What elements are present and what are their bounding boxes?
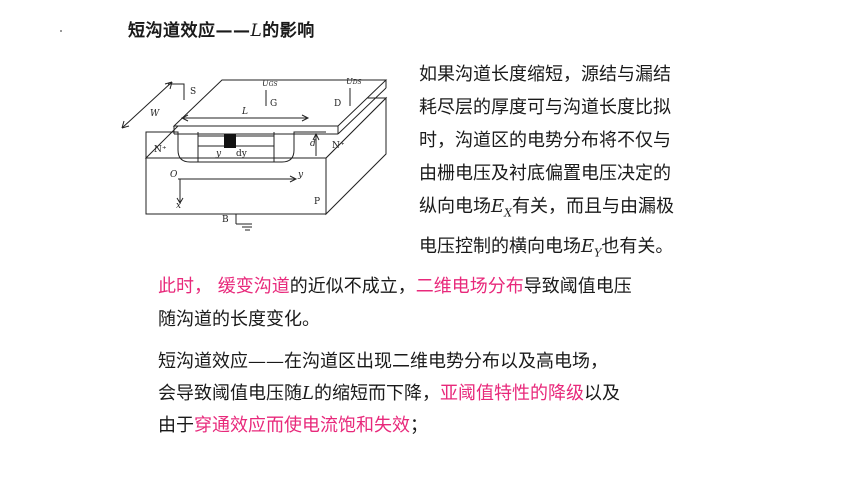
para1-line1: 如果沟道长度缩短，源结与漏结 — [419, 64, 671, 85]
label-y-small: y — [215, 149, 222, 159]
para1-line6: 电压控制的横向电场EY也有关。 — [419, 235, 674, 260]
label-g: G — [270, 99, 277, 109]
title-suffix: 的影响 — [262, 21, 315, 41]
para1-line4: 由栅电压及衬底偏置电压决定的 — [419, 163, 671, 184]
slide-title: 短沟道效应——L的影响 — [128, 16, 315, 41]
definition-paragraph: 短沟道效应——在沟道区出现二维电势分布以及高电场， 会导致阈值电压随L的缩短而下… — [158, 346, 620, 442]
dy-slice — [224, 134, 236, 148]
label-d: D — [334, 99, 341, 109]
label-ugs: UGS — [262, 79, 278, 88]
label-nplus-right: N⁺ — [332, 141, 345, 151]
title-variable: L — [250, 21, 263, 41]
label-s: S — [190, 87, 196, 97]
mosfet-diagram: S UGS UDS G D W L N⁺ N⁺ y dy d O y x P B — [121, 77, 388, 231]
conclusion-paragraph: 此时， 缓变沟道的近似不成立，二维电场分布导致阈值电压 随沟道的长度变化。 — [158, 270, 632, 336]
para2-line1: 此时， 缓变沟道的近似不成立，二维电场分布导致阈值电压 — [158, 276, 632, 297]
label-p: P — [314, 197, 320, 207]
label-x-axis: x — [176, 201, 181, 211]
label-w: W — [150, 109, 160, 119]
label-nplus-left: N⁺ — [154, 145, 167, 155]
para3-line2: 会导致阈值电压随L的缩短而下降，亚阈值特性的降级以及 — [158, 383, 620, 404]
para3-line1: 短沟道效应——在沟道区出现二维电势分布以及高电场， — [158, 351, 608, 372]
para1-line5: 纵向电场EX有关，而且与由漏极 — [419, 196, 674, 220]
para1-line2: 耗尽层的厚度可与沟道长度比拟 — [419, 97, 671, 118]
label-b: B — [222, 215, 229, 225]
decorative-dot — [60, 30, 62, 32]
label-l: L — [241, 107, 248, 117]
para1-line3: 时，沟道区的电势分布将不仅与 — [419, 130, 671, 151]
label-dy: dy — [236, 149, 248, 159]
label-d-depth: d — [310, 139, 316, 149]
title-prefix: 短沟道效应—— — [128, 21, 251, 41]
para3-line3: 由于穿通效应而使电流饱和失效； — [158, 415, 428, 436]
label-y-axis: y — [297, 170, 304, 180]
explanation-paragraph: 如果沟道长度缩短，源结与漏结 耗尽层的厚度可与沟道长度比拟 时，沟道区的电势分布… — [419, 58, 674, 269]
label-uds: UDS — [346, 77, 362, 86]
label-origin: O — [170, 170, 178, 180]
para2-line2: 随沟道的长度变化。 — [158, 309, 320, 330]
